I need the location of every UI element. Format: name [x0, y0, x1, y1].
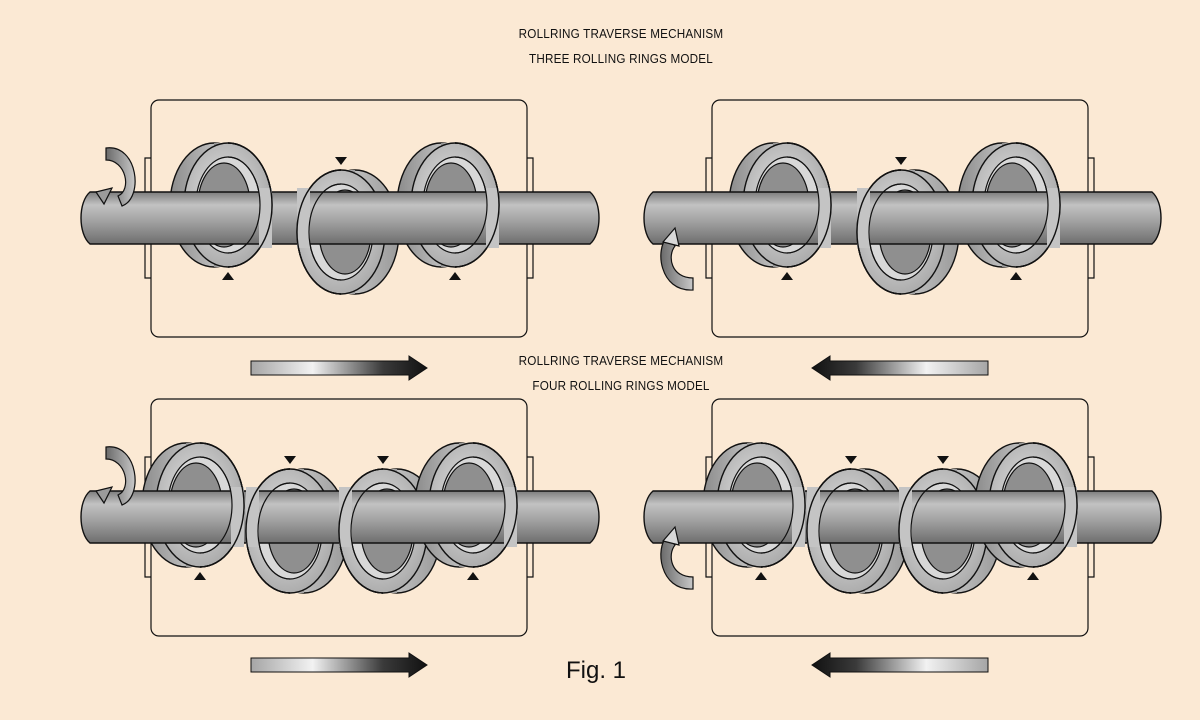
ring-front — [296, 169, 341, 295]
contact-marker-up — [467, 572, 479, 580]
traverse-arrow-right — [250, 652, 428, 678]
ring-front — [228, 142, 273, 268]
contact-marker-down — [284, 456, 296, 464]
ring-front — [1016, 142, 1061, 268]
contact-marker-up — [1027, 572, 1039, 580]
panel-three-rings-right — [80, 99, 600, 381]
rotation-arrowhead — [95, 486, 114, 505]
contact-marker-down — [937, 456, 949, 464]
contact-marker-up — [449, 272, 461, 280]
three-rings-title-line2: THREE ROLLING RINGS MODEL — [529, 51, 713, 66]
panel-four-rings-left — [643, 398, 1162, 678]
four-rings-title-line1: ROLLRING TRAVERSE MECHANISM — [518, 353, 724, 368]
ring-front — [1033, 442, 1078, 568]
contact-marker-up — [1010, 272, 1022, 280]
panel-three-rings-left — [643, 99, 1162, 381]
shaft — [643, 191, 1162, 245]
ring-front — [245, 468, 290, 594]
rotation-curl — [105, 147, 136, 207]
panel-four-rings-right — [80, 398, 600, 678]
four-rings-title-line2: FOUR ROLLING RINGS MODEL — [532, 378, 710, 393]
ring-front — [338, 468, 383, 594]
ring-front — [200, 442, 245, 568]
ring-front — [455, 142, 500, 268]
ring-front — [898, 468, 943, 594]
contact-marker-up — [755, 572, 767, 580]
contact-marker-down — [377, 456, 389, 464]
rotation-arrowhead — [661, 226, 680, 247]
ring-front — [806, 468, 851, 594]
contact-marker-down — [895, 157, 907, 165]
ring-front — [473, 442, 518, 568]
rotation-curl — [105, 446, 136, 506]
rotation-arrowhead — [661, 525, 680, 546]
three-rings-title-line1: ROLLRING TRAVERSE MECHANISM — [518, 26, 724, 41]
ring-front — [856, 169, 901, 295]
contact-marker-down — [335, 157, 347, 165]
traverse-arrow-left — [811, 355, 989, 381]
contact-marker-up — [194, 572, 206, 580]
contact-marker-up — [222, 272, 234, 280]
figure-label: Fig. 1 — [566, 657, 627, 684]
traverse-arrow-right — [250, 355, 428, 381]
contact-marker-down — [845, 456, 857, 464]
rotation-arrowhead — [95, 187, 114, 206]
contact-marker-up — [781, 272, 793, 280]
ring-front — [761, 442, 806, 568]
ring-front — [787, 142, 832, 268]
traverse-arrow-left — [811, 652, 989, 678]
shaft — [80, 191, 600, 245]
